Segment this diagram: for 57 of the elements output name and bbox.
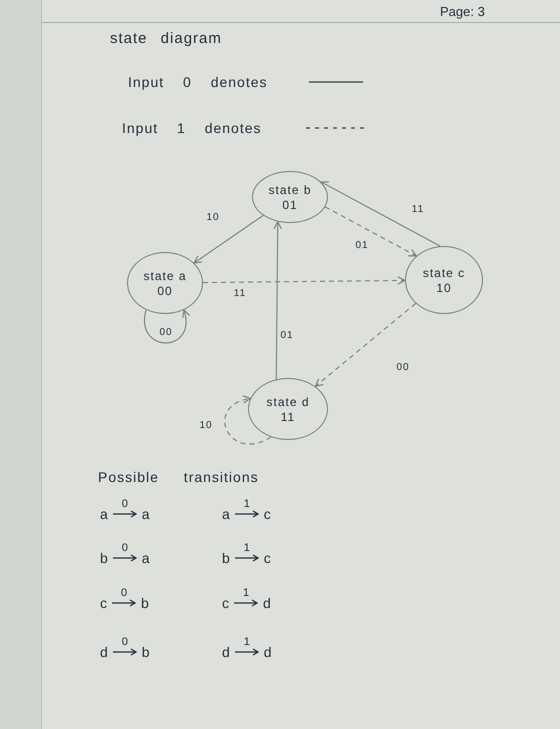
input-digit: 0 bbox=[122, 543, 128, 554]
state-name: state a bbox=[143, 270, 187, 282]
edge-label: 01 bbox=[354, 241, 370, 251]
edge-label: 11 bbox=[232, 289, 248, 299]
state-letter: a bbox=[142, 507, 150, 521]
self-loop-arrow bbox=[224, 396, 272, 444]
input-digit: 1 bbox=[244, 543, 250, 554]
state-letter: c bbox=[264, 551, 271, 565]
state-name: state c bbox=[422, 266, 466, 278]
legend-text: Input 0 denotes bbox=[128, 75, 268, 89]
state-code: 11 bbox=[280, 410, 296, 422]
state-circle bbox=[252, 171, 328, 223]
state-circle bbox=[405, 246, 483, 314]
edge-label: 11 bbox=[410, 205, 426, 215]
arrow bbox=[202, 276, 406, 285]
self-loop-arrow bbox=[144, 309, 190, 344]
state-letter: c bbox=[100, 596, 107, 610]
input-digit: 0 bbox=[122, 499, 128, 510]
edge-label: 10 bbox=[205, 213, 221, 223]
input-digit: 0 bbox=[122, 637, 128, 648]
state-letter: b bbox=[142, 645, 150, 659]
edge-label: 00 bbox=[395, 363, 411, 373]
state-letter: d bbox=[264, 645, 272, 659]
state-letter: b bbox=[141, 596, 149, 610]
state-name: state b bbox=[268, 184, 312, 196]
page-number: Page: 3 bbox=[440, 5, 485, 18]
input-digit: 1 bbox=[244, 637, 250, 648]
section-heading: Possible transitions bbox=[98, 470, 259, 484]
input-digit: 1 bbox=[244, 499, 250, 510]
legend-text: Input 1 denotes bbox=[122, 121, 262, 135]
arrow bbox=[324, 206, 417, 257]
state-letter: a bbox=[142, 551, 150, 565]
state-letter: d bbox=[222, 645, 230, 659]
state-name: state d bbox=[266, 396, 310, 408]
title: state diagram bbox=[110, 31, 222, 46]
arrow bbox=[274, 221, 282, 380]
state-letter: d bbox=[100, 645, 108, 659]
edge-label: 00 bbox=[158, 328, 174, 338]
state-letter: b bbox=[100, 551, 108, 565]
state-code: 00 bbox=[157, 284, 173, 296]
state-circle bbox=[127, 252, 203, 314]
state-letter: c bbox=[264, 507, 271, 521]
input-digit: 1 bbox=[242, 588, 250, 599]
arrow bbox=[314, 302, 416, 387]
arrow bbox=[193, 214, 264, 264]
state-letter: a bbox=[222, 507, 230, 521]
edge-label: 10 bbox=[198, 421, 214, 431]
edge-label: 01 bbox=[279, 331, 295, 341]
arrow bbox=[320, 181, 440, 247]
state-letter: b bbox=[222, 551, 230, 565]
state-code: 10 bbox=[436, 282, 452, 294]
input-digit: 0 bbox=[120, 588, 128, 599]
state-letter: d bbox=[263, 596, 271, 610]
state-letter: c bbox=[222, 596, 229, 610]
state-circle bbox=[248, 378, 328, 440]
state-letter: a bbox=[100, 507, 108, 521]
state-code: 01 bbox=[282, 198, 298, 210]
